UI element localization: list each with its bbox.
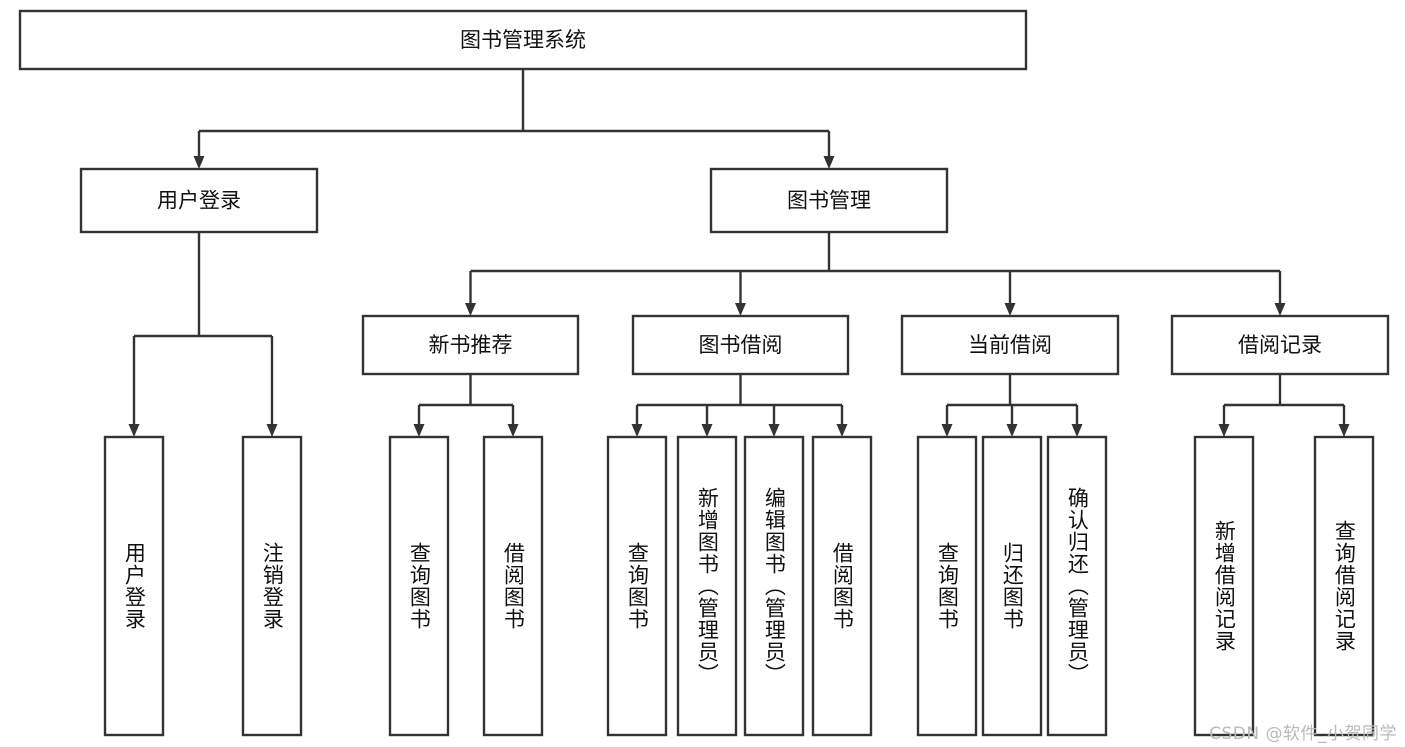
node-leaf-query-book-current[interactable]: [916, 435, 978, 737]
node-box: [1046, 435, 1108, 737]
node-box: [241, 435, 303, 737]
node-leaf-edit-book-admin[interactable]: [743, 435, 805, 737]
node-box: [482, 435, 544, 737]
node-label: 图书管理: [787, 189, 871, 213]
node-leaf-add-borrow-record[interactable]: [1193, 435, 1255, 737]
edges-layer: [128, 69, 1350, 437]
connector-borrow-record-to-leaves: [1218, 374, 1350, 437]
node-box: [916, 435, 978, 737]
node-box: [18, 9, 1028, 71]
node-box: [631, 314, 850, 376]
node-leaf-return-book[interactable]: [981, 435, 1043, 737]
node-leaf-logout[interactable]: [241, 435, 303, 737]
node-box: [361, 314, 580, 376]
watermark: CSDN @软件_小贺同学: [1209, 724, 1397, 744]
node-box: [1170, 314, 1390, 376]
node-box: [606, 435, 668, 737]
node-leaf-user-login[interactable]: [103, 435, 165, 737]
node-leaf-query-book-borrow[interactable]: [606, 435, 668, 737]
node-label: 图书借阅: [699, 333, 783, 357]
node-box: [1313, 435, 1375, 737]
node-box: [1193, 435, 1255, 737]
connector-book-manage-to-level3: [465, 232, 1286, 316]
connector-user-login-to-leaves: [128, 232, 278, 437]
node-box: [676, 435, 738, 737]
connector-book-borrow-to-leaves: [631, 374, 848, 437]
node-leaf-add-book-admin[interactable]: [676, 435, 738, 737]
node-label: 用户登录: [157, 189, 241, 213]
node-root[interactable]: 图书管理系统: [18, 9, 1028, 71]
node-label: 当前借阅: [968, 333, 1052, 357]
connector-root-to-level2: [193, 69, 835, 169]
node-user-login[interactable]: 用户登录: [79, 167, 319, 234]
node-box: [103, 435, 165, 737]
node-box: [79, 167, 319, 234]
node-leaf-borrow-book-recommend[interactable]: [482, 435, 544, 737]
node-leaf-confirm-return-admin[interactable]: [1046, 435, 1108, 737]
node-label: 借阅记录: [1238, 333, 1322, 357]
node-book-manage[interactable]: 图书管理: [709, 167, 949, 234]
node-book-borrow[interactable]: 图书借阅: [631, 314, 850, 376]
connector-new-book-recommend-to-leaves: [413, 374, 519, 437]
node-label: 图书管理系统: [460, 28, 586, 52]
node-borrow-record[interactable]: 借阅记录: [1170, 314, 1390, 376]
node-box: [811, 435, 873, 737]
node-box: [743, 435, 805, 737]
node-leaf-query-borrow-record[interactable]: [1313, 435, 1375, 737]
node-leaf-query-book-recommend[interactable]: [388, 435, 450, 737]
node-box: [388, 435, 450, 737]
node-leaf-borrow-book[interactable]: [811, 435, 873, 737]
node-new-book-recommend[interactable]: 新书推荐: [361, 314, 580, 376]
node-box: [709, 167, 949, 234]
connector-current-borrow-to-leaves: [941, 374, 1083, 437]
node-box: [900, 314, 1120, 376]
node-label: 新书推荐: [429, 333, 513, 357]
node-box: [981, 435, 1043, 737]
node-current-borrow[interactable]: 当前借阅: [900, 314, 1120, 376]
